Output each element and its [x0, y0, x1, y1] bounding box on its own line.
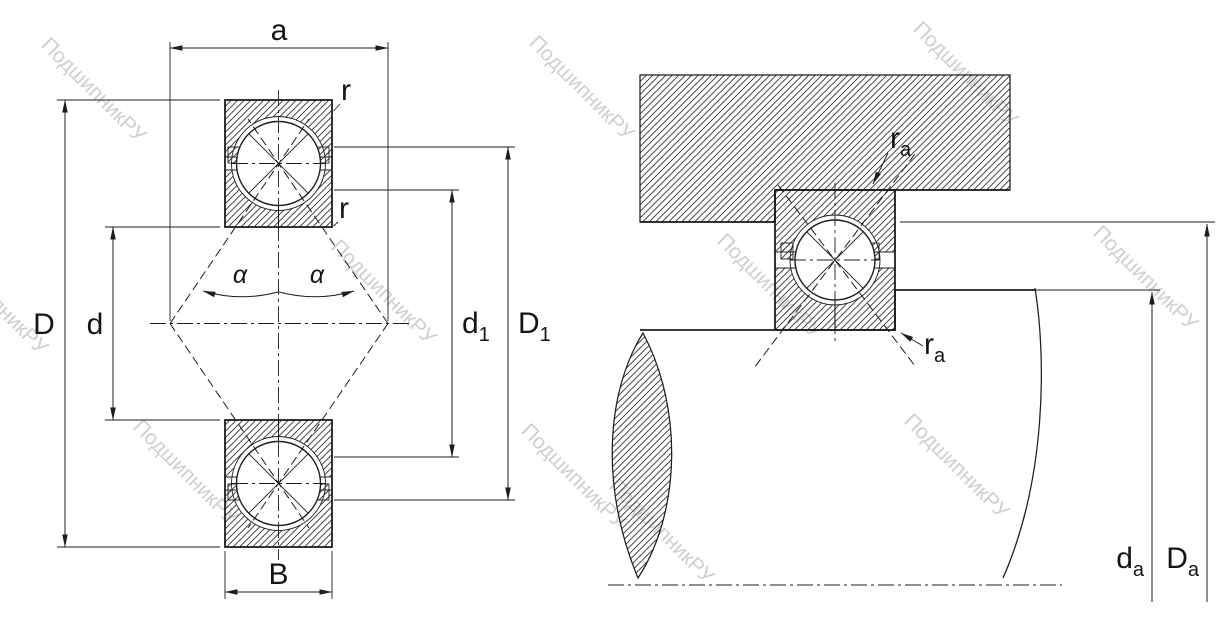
- centerlines-left: [150, 90, 412, 560]
- shaft-outline-curve: [1002, 287, 1042, 579]
- label-alpha-right: α: [310, 261, 325, 289]
- dimension-ra-top: ra: [872, 122, 912, 185]
- contact-lines-left: [169, 118, 389, 529]
- dimension-Da: Da: [900, 221, 1215, 602]
- dimension-ra-bottom: ra: [900, 328, 946, 367]
- label-D1: D1: [518, 307, 551, 346]
- dimension-B: B: [224, 551, 333, 599]
- label-d1: d1: [462, 307, 490, 346]
- watermark-text: ПодшипникРУ: [36, 33, 150, 147]
- watermark-text: ПодшипникРУ: [524, 31, 638, 145]
- label-da: da: [1116, 542, 1145, 581]
- watermark-text: ПодшипникРУ: [1088, 221, 1202, 335]
- dimension-a: a: [169, 14, 389, 321]
- watermark-text: ПодшипникРУ: [0, 245, 53, 359]
- dimension-D1: D1: [334, 146, 551, 501]
- corner-radius-labels: r r: [333, 74, 351, 227]
- mounted-bearing-section: [774, 183, 896, 342]
- label-a: a: [271, 14, 288, 47]
- label-r-outer: r: [341, 74, 351, 107]
- dimension-d1: d1: [334, 189, 490, 458]
- watermark-layer: ПодшипникРУ ПодшипникРУ ПодшипникРУ Подш…: [0, 17, 1203, 588]
- right-mounting-view: ra ra da Da: [608, 74, 1215, 602]
- label-ra-bottom: ra: [924, 328, 946, 367]
- label-Da: Da: [1166, 542, 1200, 581]
- label-alpha-left: α: [233, 261, 248, 289]
- label-outer-diameter-D: D: [33, 308, 55, 341]
- dimension-da: da: [1035, 289, 1160, 602]
- watermark-text: ПодшипникРУ: [899, 409, 1013, 523]
- shaft-break-section: [611, 331, 673, 580]
- label-r-inner: r: [339, 192, 349, 225]
- watermark-text: ПодшипникРУ: [326, 235, 440, 349]
- label-width-B: B: [268, 558, 288, 591]
- cage-section: [780, 242, 794, 260]
- dimension-d: d: [87, 226, 220, 421]
- label-ra-top: ra: [890, 122, 912, 161]
- label-bore-diameter-d: d: [87, 308, 104, 341]
- contact-angle-annotation: α α: [202, 261, 355, 298]
- dimension-D: D: [33, 99, 220, 548]
- contact-lines-right: [753, 153, 916, 369]
- left-cross-section-view: a D d d1 D1: [33, 14, 551, 599]
